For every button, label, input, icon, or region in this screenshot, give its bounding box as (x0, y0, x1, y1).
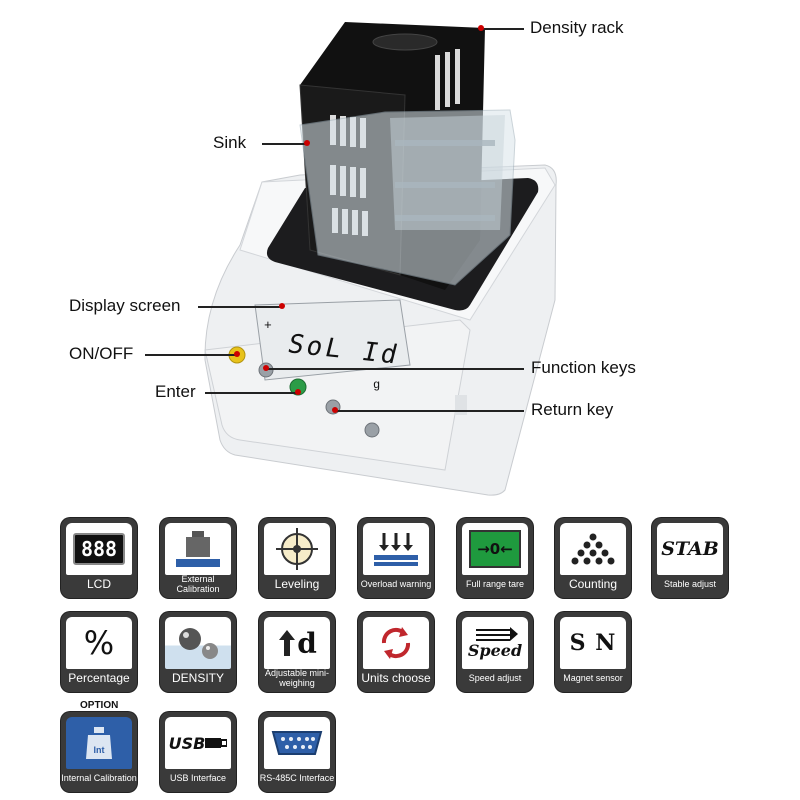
tare-icon: →0← (462, 523, 528, 575)
feature-label: Magnet sensor (563, 673, 623, 683)
return-key-leader (335, 410, 524, 412)
display-unit: g (373, 378, 381, 392)
speed-icon: Speed (462, 617, 528, 669)
density-balance-illustration (204, 22, 557, 496)
feature-rs485c-interface: RS-485C Interface (259, 712, 335, 792)
usb-icon: USB (165, 717, 231, 769)
sink-pointer (304, 140, 310, 146)
callout-display-screen: Display screen (69, 296, 181, 315)
feature-lcd: 888 LCD (61, 518, 137, 598)
feature-speed-adjust: Speed Speed adjust (457, 612, 533, 692)
crosshair-icon (264, 523, 330, 575)
feature-stable-adjust: STAB Stable adjust (652, 518, 728, 598)
density-rack-leader (482, 28, 524, 30)
feature-full-range-tare: →0← Full range tare (457, 518, 533, 598)
feature-label: Counting (568, 577, 618, 591)
density-rack-pointer (478, 25, 484, 31)
callout-on-off: ON/OFF (69, 344, 134, 363)
feature-adjustable-mini-weighing: d Adjustable mini-weighing (259, 612, 335, 692)
cycle-arrows-icon (363, 617, 429, 669)
feature-external-calibration: External Calibration (160, 518, 236, 598)
feature-label: Stable adjust (663, 579, 717, 589)
stab-icon: STAB (657, 523, 723, 575)
feature-internal-calibration: Int Internal Calibration (61, 712, 137, 792)
callout-function-keys: Function keys (531, 358, 636, 377)
feature-density: DENSITY (160, 612, 236, 692)
overload-arrows-icon (363, 523, 429, 575)
feature-magnet-sensor: S N Magnet sensor (555, 612, 631, 692)
sink-leader (262, 143, 307, 145)
feature-counting: Counting (555, 518, 631, 598)
feature-label: Full range tare (465, 579, 525, 589)
weight-icon (165, 523, 231, 575)
feature-label: External Calibration (176, 574, 220, 594)
percent-icon: % (66, 617, 132, 669)
feature-label: Speed adjust (468, 673, 522, 683)
feature-label: RS-485C Interface (259, 773, 335, 783)
callout-sink: Sink (213, 133, 247, 152)
feature-label: Adjustable mini-weighing (264, 668, 330, 688)
feature-overload-warning: Overload warning (358, 518, 434, 598)
enter-pointer (295, 389, 301, 395)
feature-label: LCD (86, 577, 111, 591)
display-screen-pointer (279, 303, 285, 309)
function-keys-pointer (263, 365, 269, 371)
callout-density-rack: Density rack (530, 18, 624, 37)
feature-usb-interface: USB USB Interface (160, 712, 236, 792)
feature-label: Overload warning (360, 579, 432, 589)
feature-label: Leveling (274, 577, 320, 591)
feature-leveling: Leveling (259, 518, 335, 598)
on-off-leader (145, 354, 237, 356)
callout-return-key: Return key (531, 400, 614, 419)
magnet-icon: S N (560, 617, 626, 669)
lcd-icon: 888 (66, 523, 132, 575)
density-spheres-icon (165, 617, 231, 669)
callout-enter: Enter (155, 382, 196, 401)
function-keys-leader (266, 368, 524, 370)
counting-dots-icon (560, 523, 626, 575)
feature-label: DENSITY (171, 671, 224, 685)
display-plus: + (264, 318, 272, 333)
return-key-pointer (332, 407, 338, 413)
feature-label: Units choose (361, 671, 431, 685)
feature-label: Internal Calibration (61, 773, 137, 783)
internal-weight-icon: Int (66, 717, 132, 769)
min-weight-icon: d (264, 617, 330, 669)
feature-label: USB Interface (169, 773, 227, 783)
serial-port-icon (264, 717, 330, 769)
feature-units-choose: Units choose (358, 612, 434, 692)
enter-leader (205, 392, 298, 394)
display-screen-leader (198, 306, 281, 308)
option-label: OPTION (80, 700, 119, 711)
feature-label: Percentage (68, 671, 130, 685)
on-off-pointer (234, 351, 240, 357)
feature-percentage: % Percentage (61, 612, 137, 692)
